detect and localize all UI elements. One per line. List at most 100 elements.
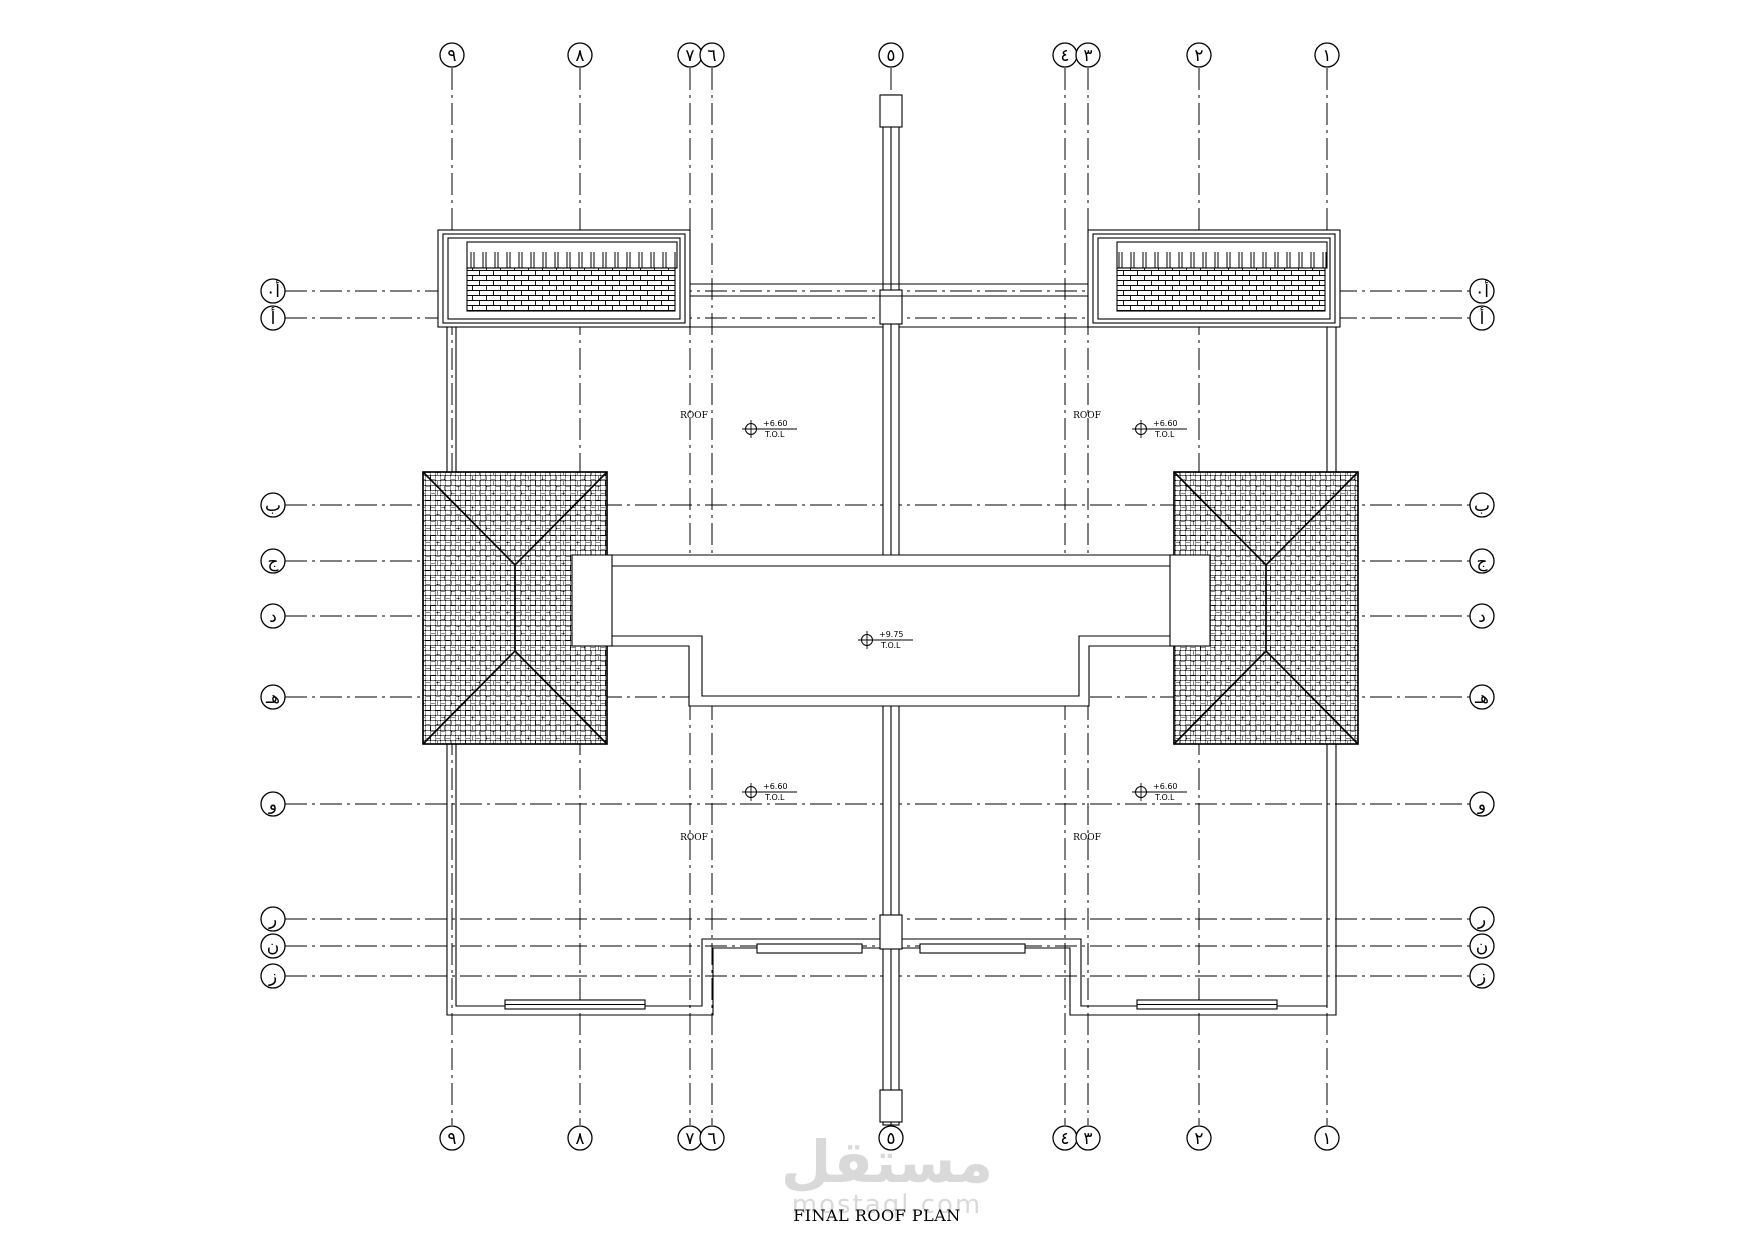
axis-label: ٢ xyxy=(1194,1129,1203,1149)
axis-label: ٣ xyxy=(1083,46,1092,66)
axis-bubble-horizontal: ز xyxy=(1469,963,1495,989)
axis-bubble-vertical: ٧ xyxy=(677,1125,703,1151)
window-center-left xyxy=(756,943,863,954)
top-connector xyxy=(688,283,1089,327)
axis-label: ن xyxy=(1476,937,1488,957)
axis-bubble-horizontal: و xyxy=(1469,791,1495,817)
axis-bubble-vertical: ٥ xyxy=(878,42,904,68)
axis-label: ٩ xyxy=(447,46,456,66)
ridge-node-bottom xyxy=(879,914,903,950)
roof-zone-label: ROOF xyxy=(1073,833,1101,843)
axis-bubble-horizontal: ج xyxy=(1469,548,1495,574)
axis-label: ر xyxy=(1477,910,1486,930)
axis-label: ز xyxy=(268,967,277,987)
axis-label: ٢ xyxy=(1194,46,1203,66)
watermark-latin: mostaql.com xyxy=(791,1190,983,1220)
level-ref: T.O.L xyxy=(880,641,901,650)
axis-bubble-vertical: ٣ xyxy=(1075,1125,1101,1151)
balcony-left-rails xyxy=(466,241,678,269)
axis-label: ٦ xyxy=(707,46,716,66)
axis-label: ٨ xyxy=(575,1129,584,1149)
axis-label: ٧ xyxy=(685,46,694,66)
axis-label: ٨ xyxy=(575,46,584,66)
level-ref: T.O.L xyxy=(764,793,785,802)
axis-label: هـ xyxy=(265,688,280,708)
level-ref: T.O.L xyxy=(1154,430,1175,439)
axis-label: ٤ xyxy=(1060,1129,1069,1149)
axis-bubble-horizontal: د xyxy=(1469,603,1495,629)
axis-bubble-horizontal: ن xyxy=(1469,933,1495,959)
ridge-cap-top xyxy=(879,94,903,128)
axis-label: ٧ xyxy=(685,1129,694,1149)
axis-bubble-horizontal: و xyxy=(260,791,286,817)
axis-label: ١ xyxy=(1322,46,1331,66)
ridge-cap-bottom xyxy=(879,1089,903,1123)
level-ref: T.O.L xyxy=(764,430,785,439)
axis-label: ب xyxy=(1474,496,1490,516)
axis-bubble-vertical: ٤ xyxy=(1052,42,1078,68)
level-value: +6.60 xyxy=(1153,782,1178,791)
level-ref: T.O.L xyxy=(1154,793,1175,802)
axis-bubble-horizontal: ن xyxy=(260,933,286,959)
axis-bubble-horizontal: ب xyxy=(260,492,286,518)
axis-label: ٤ xyxy=(1060,46,1069,66)
level-value: +6.60 xyxy=(1153,419,1178,428)
axis-label: ٩ xyxy=(447,1129,456,1149)
axis-bubble-vertical: ٤ xyxy=(1052,1125,1078,1151)
axis-label: هـ xyxy=(1474,688,1489,708)
roof-zone-label: ROOF xyxy=(1073,411,1101,421)
plan-title: FINAL ROOF PLAN xyxy=(793,1206,961,1225)
axis-label: ٣ xyxy=(1083,1129,1092,1149)
axis-bubble-horizontal: ر xyxy=(260,906,286,932)
axis-label: ر xyxy=(268,910,277,930)
window-center-right xyxy=(919,943,1026,954)
axis-bubble-horizontal: د xyxy=(260,603,286,629)
level-marker: +6.60T.O.L xyxy=(742,782,797,802)
axis-bubble-horizontal: أ xyxy=(1469,305,1495,331)
axis-bubble-vertical: ٣ xyxy=(1075,42,1101,68)
axis-label: ز xyxy=(1477,967,1486,987)
axis-bubble-vertical: ٥ xyxy=(878,1125,904,1151)
level-value: +6.60 xyxy=(763,419,788,428)
level-marker: +6.60T.O.L xyxy=(742,419,797,439)
axis-bubble-vertical: ٩ xyxy=(439,1125,465,1151)
axis-bubble-vertical: ٦ xyxy=(699,42,725,68)
axis-bubble-horizontal: ج xyxy=(260,548,286,574)
axis-label: ٥ xyxy=(886,46,895,66)
axis-label: و xyxy=(1477,795,1486,815)
axis-label: ٥ xyxy=(886,1129,895,1149)
level-value: +6.60 xyxy=(763,782,788,791)
level-marker: +6.60T.O.L xyxy=(1132,782,1187,802)
axis-label: د xyxy=(269,607,277,627)
axis-bubble-vertical: ٢ xyxy=(1186,42,1212,68)
level-value: +9.75 xyxy=(879,630,904,639)
roof-zone-label: ROOF xyxy=(680,833,708,843)
axis-label: ن xyxy=(267,937,279,957)
axis-bubble-vertical: ١ xyxy=(1314,1125,1340,1151)
axis-label: أ xyxy=(1480,307,1485,329)
axis-bubble-horizontal: هـ xyxy=(1469,684,1495,710)
axis-label: ب xyxy=(265,496,281,516)
watermark: مستقل mostaql.com xyxy=(772,1128,1002,1240)
axis-bubble-vertical: ٦ xyxy=(699,1125,725,1151)
axis-bubble-vertical: ٨ xyxy=(567,42,593,68)
axis-label: أ٠ xyxy=(266,280,280,302)
watermark-arabic: مستقل xyxy=(780,1128,994,1196)
building-outline xyxy=(422,94,1359,1126)
level-marker: +6.60T.O.L xyxy=(1132,419,1187,439)
axis-bubble-vertical: ٩ xyxy=(439,42,465,68)
axis-label: و xyxy=(268,795,277,815)
axis-bubble-vertical: ٧ xyxy=(677,42,703,68)
balcony-left-tiles xyxy=(466,267,676,312)
axis-bubble-horizontal: أ٠ xyxy=(1469,278,1495,304)
axis-label: أ xyxy=(271,307,276,329)
axis-bubble-horizontal: أ٠ xyxy=(260,278,286,304)
level-marker: +9.75T.O.L xyxy=(858,630,913,650)
balcony-right-tiles xyxy=(1116,267,1326,312)
axis-label: أ٠ xyxy=(1475,280,1489,302)
balcony-right-rails xyxy=(1116,241,1328,269)
axis-label: ٦ xyxy=(707,1129,716,1149)
